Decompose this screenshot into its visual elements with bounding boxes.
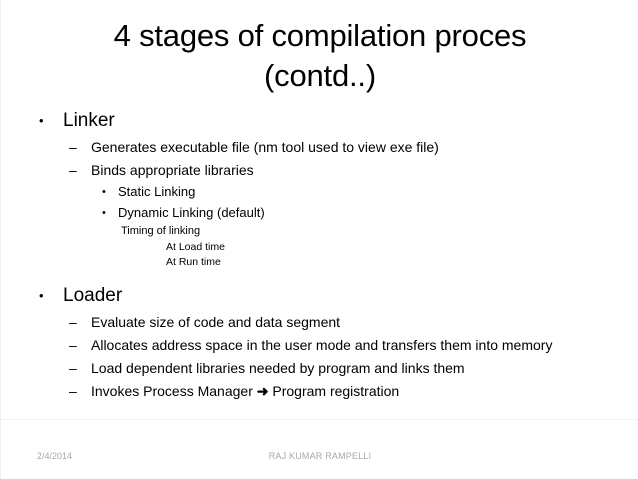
slide-title: 4 stages of compilation proces (contd..) [1,16,638,96]
footer-author: RAJ KUMAR RAMPELLI [268,451,372,461]
slide-body: • Linker – Generates executable file (nm… [1,108,638,403]
bullet-text-before-arrow: Invokes Process Manager [91,383,257,399]
slide-footer: 2/4/2014 RAJ KUMAR RAMPELLI [1,448,638,464]
bullet-text: Loader [63,285,123,306]
section-spacer [1,270,638,283]
dash-icon: – [69,360,77,376]
bullet-text: Generates executable file (nm tool used … [91,139,439,155]
bullet-text: Static Linking [118,184,196,199]
bullet-text: Allocates address space in the user mode… [91,337,553,353]
bullet-timing-of-linking: Timing of linking [1,224,638,240]
bullet-text: Linker [63,110,115,131]
right-arrow-icon: ➜ [256,383,269,399]
title-line-2: (contd..) [264,58,376,93]
bullet-text: Evaluate size of code and data segment [91,314,341,330]
dash-icon: – [69,383,77,399]
bullet-text: At Run time [166,256,221,268]
dash-icon: – [69,162,77,178]
footer-date: 2/4/2014 [37,451,73,461]
bullet-generates-executable: – Generates executable file (nm tool use… [1,136,638,159]
bullet-text-after-arrow: Program registration [268,383,400,399]
bullet-dot-icon: • [39,113,44,128]
bullet-binds-libraries: – Binds appropriate libraries [1,159,638,182]
bullet-text: Timing of linking [121,225,201,237]
bullet-allocates-address-space: – Allocates address space in the user mo… [1,334,638,357]
bullet-text: Binds appropriate libraries [91,162,254,178]
title-line-1: 4 stages of compilation proces [113,18,527,53]
bullet-dot-icon: • [39,288,44,303]
bullet-text: Load dependent libraries needed by progr… [91,360,465,376]
dash-icon: – [69,337,77,353]
bullet-loader: • Loader [1,283,638,311]
bullet-evaluate-size: – Evaluate size of code and data segment [1,311,638,334]
bullet-dot-icon: • [102,186,106,198]
bullet-invokes-process-manager: – Invokes Process Manager ➜ Program regi… [1,380,638,403]
bullet-static-linking: • Static Linking [1,182,638,203]
bullet-linker: • Linker [1,108,638,136]
bullet-text-group: Invokes Process Manager ➜ Program regist… [91,380,638,402]
footer-divider [2,419,638,420]
bullet-dot-icon: • [102,207,106,219]
bullet-at-load-time: At Load time [1,240,638,255]
bullet-load-dependent-libraries: – Load dependent libraries needed by pro… [1,357,638,380]
bullet-at-run-time: At Run time [1,255,638,270]
dash-icon: – [69,139,77,155]
bullet-dynamic-linking: • Dynamic Linking (default) [1,203,638,224]
bullet-text: Dynamic Linking (default) [118,205,265,220]
dash-icon: – [69,314,77,330]
bullet-text: At Load time [166,241,225,253]
